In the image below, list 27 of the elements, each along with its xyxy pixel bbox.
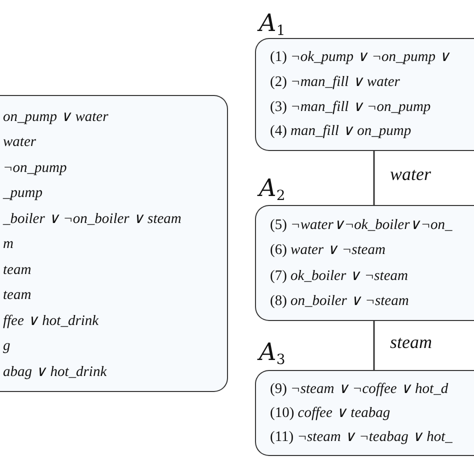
connector-line	[373, 321, 375, 370]
clause-text: (11) ¬steam ∨ ¬teabag ∨ hot_	[270, 430, 454, 444]
clause-text: (1) ¬ok_pump ∨ ¬on_pump ∨	[270, 50, 452, 65]
clause-text: (4) man_fill ∨ on_pump	[270, 124, 412, 139]
clause-text: ¬on_pump	[3, 160, 68, 176]
clause-text: team	[3, 288, 32, 303]
clause-text: ffee ∨ hot_drink	[3, 314, 100, 328]
clause-text: m	[3, 237, 14, 252]
set-heading: A$_{2}$	[259, 176, 286, 203]
clause-text: (3) ¬man_fill ∨ ¬on_pump	[270, 100, 432, 114]
clause-text: (10) coffee ∨ teabag	[270, 406, 392, 420]
clause-text: _pump	[3, 186, 44, 201]
connector-line	[373, 151, 375, 205]
set-heading: A$_{3}$	[259, 340, 286, 367]
clause-text: (6) water ∨ ¬steam	[270, 243, 386, 258]
clause-text: abag ∨ hot_drink	[3, 364, 108, 380]
clause-text: (2) ¬man_fill ∨ water	[270, 74, 401, 90]
clause-text: g	[3, 339, 12, 354]
clause-text: _boiler ∨ ¬on_boiler ∨ steam	[3, 212, 182, 226]
clause-text: team	[3, 262, 32, 278]
set-heading: A$_{1}$	[259, 11, 286, 38]
clause-text: on_pump ∨ water	[3, 110, 110, 124]
clause-text: water	[3, 135, 38, 150]
clause-text: (5) ¬water∨¬ok_boiler∨¬on_	[270, 218, 454, 232]
clause-text: (7) ok_boiler ∨ ¬steam	[270, 268, 409, 283]
clause-text: (8) on_boiler ∨ ¬steam	[270, 294, 410, 308]
clause-text: (9) ¬steam ∨ ¬coffee ∨ hot_d	[270, 382, 450, 396]
